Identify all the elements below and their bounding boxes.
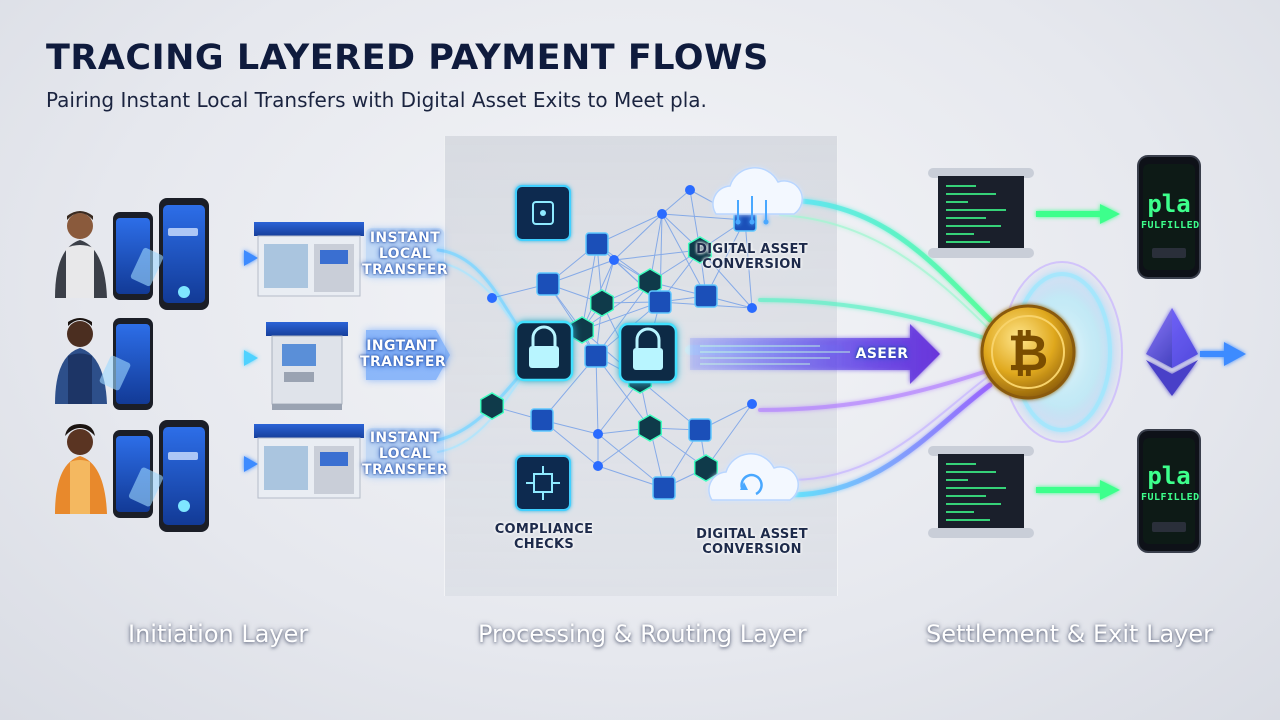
network-link [705,219,746,297]
svg-text:₿: ₿ [1008,324,1049,382]
blockchain-cube-icon [585,232,609,256]
atm-icon [266,322,348,410]
phone-bottom-fulfilled: FULFILLED [1141,492,1200,503]
layer-label-settlement: Settlement & Exit Layer [926,620,1213,648]
ethereum-icon [1146,308,1198,396]
blockchain-cube-icon [687,236,713,264]
phone-top-fulfilled: FULFILLED [1141,220,1200,231]
chip-icon [515,185,571,241]
phone-bottom-pla: pla [1147,462,1191,490]
network-link [661,189,691,215]
person-icon [55,318,107,404]
blockchain-cube-icon [593,429,603,439]
network-link [661,213,707,297]
conversion-label-bottom: DIGITAL ASSET CONVERSION [696,527,808,557]
blockchain-cube-icon [693,454,719,482]
aseer-arrow [690,324,940,384]
person-icon [55,424,107,514]
network-link [661,213,746,221]
blockchain-cube-icon [584,344,608,368]
bitcoin-coin-icon: ₿ [980,304,1076,400]
initiation-row-2 [55,318,348,410]
compliance-label: COMPLIANCE CHECKS [494,522,594,552]
blockchain-cube-icon [479,392,505,420]
transfer-label-1: INSTANT LOCAL TRANSFER [362,230,449,278]
chip-icon [515,455,571,511]
cloud-icon [712,167,803,225]
phone-top-pla: pla [1147,190,1191,218]
smartphone-icon [113,420,209,532]
layer-label-processing: Processing & Routing Layer [478,620,807,648]
smartphone-icon [1137,429,1201,553]
network-link [595,281,651,357]
layer-label-initiation: Initiation Layer [128,620,309,648]
bank-branch-icon [254,424,364,499]
padlock-icon [514,320,574,382]
blockchain-cube-icon [747,399,757,409]
network-link [547,283,597,357]
transfer-glow-plates [366,228,450,478]
network-link [581,301,661,331]
blockchain-cube-icon [589,289,615,317]
network-link [744,219,753,309]
blockchain-cube-icon [487,293,497,303]
network-link [595,355,599,435]
blockchain-cube-icon [652,476,676,500]
blockchain-cube-icon [609,255,619,265]
cloud-icon [708,453,799,501]
aseer-arrow-label: ASEER [855,346,909,362]
padlock-icon [618,322,678,384]
network-nodes [479,185,757,500]
blockchain-cube-icon [593,461,603,471]
smartphone-icon [99,318,153,410]
bank-branch-icon [254,222,364,297]
blockchain-cube-icon [530,408,554,432]
terminal-scroll-icon [928,168,1034,258]
initiation-row-1 [55,198,364,310]
network-link [705,403,753,469]
network-link [581,243,598,331]
terminal-scroll-icon [928,446,1034,538]
blockchain-cube-icon [637,414,663,442]
initiation-row-3 [55,420,364,532]
blockchain-cube-icon [694,284,718,308]
blockchain-cube-icon [536,272,560,296]
network-link [613,249,701,261]
page-subtitle: Pairing Instant Local Transfers with Dig… [46,88,707,112]
transfer-label-3: INSTANT LOCAL TRANSFER [362,430,449,478]
page-title: TRACING LAYERED PAYMENT FLOWS [46,38,769,78]
network-link [613,213,663,261]
network-link [581,281,651,331]
blockchain-cube-icon [657,209,667,219]
blockchain-cube-icon [688,418,712,442]
transfer-label-2: INGTANT TRANSFER [360,338,447,370]
person-icon [55,211,107,298]
exit-arrow [1200,342,1246,366]
input-streams [436,248,527,453]
network-link [699,249,753,309]
blockchain-cube-icon [569,316,595,344]
settlement-arrows [1036,204,1120,500]
network-link [595,355,651,429]
blockchain-cube-icon [685,185,695,195]
blockchain-cube-icon [648,290,672,314]
conversion-label-top: DIGITAL ASSET CONVERSION [696,242,808,272]
smartphone-icon [113,198,209,310]
smartphone-icon [1137,155,1201,279]
blockchain-cube-icon [747,303,757,313]
